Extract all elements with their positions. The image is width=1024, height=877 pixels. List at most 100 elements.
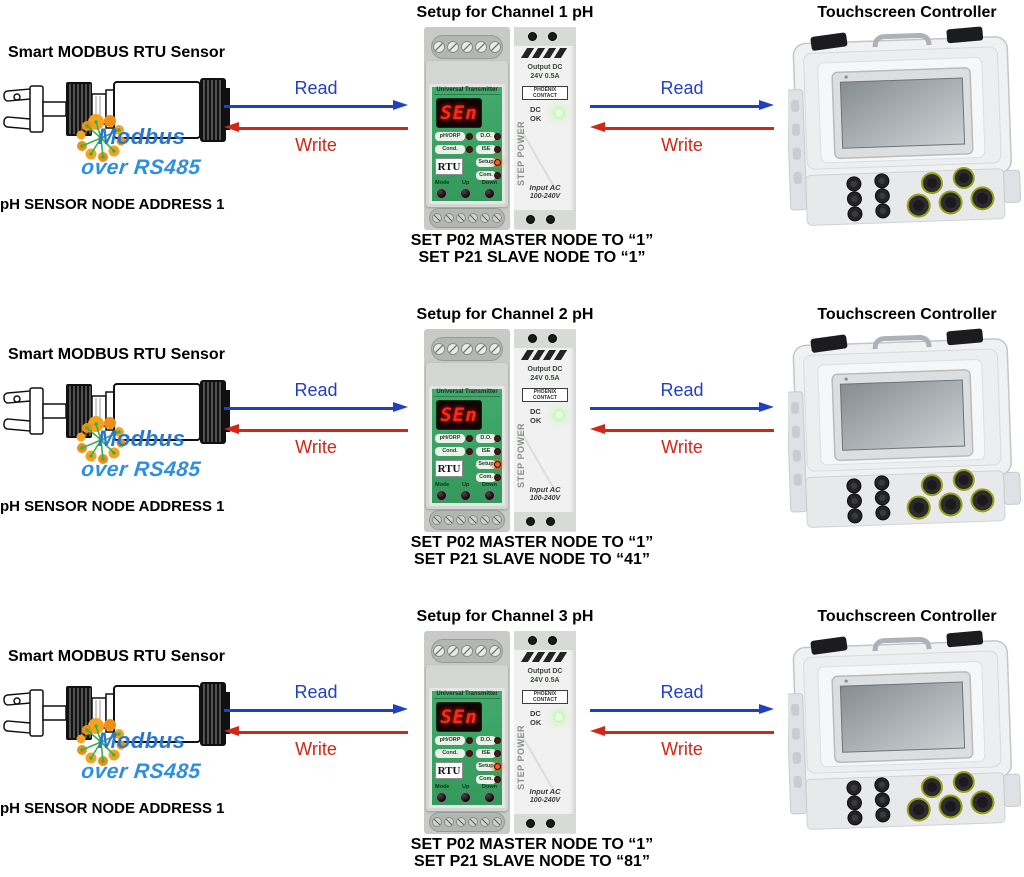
over-rs485-label: over RS485 <box>80 760 202 783</box>
hmi-screen <box>839 681 966 753</box>
com-indicator-label: Com. <box>476 775 496 784</box>
write-label: Write <box>295 739 337 759</box>
lid-handle <box>872 334 932 350</box>
screw-terminal <box>433 343 445 355</box>
screw-terminal <box>433 41 445 53</box>
ph-orp-led <box>466 435 473 442</box>
screw-terminal <box>468 515 478 525</box>
cable-gland-group-large <box>906 167 995 218</box>
panel-title: Universal Transmitter <box>434 389 500 397</box>
up-button-label: Up <box>462 180 470 186</box>
psu-vents <box>520 48 568 58</box>
transmitter-front-panel: Universal Transmitter SEn pH/ORP Cond. R… <box>429 386 505 506</box>
phoenix-contact-logo: PHOENIX CONTACT <box>522 388 568 402</box>
ph-sensor-illustration <box>3 682 230 746</box>
down-button[interactable] <box>484 792 495 803</box>
psu-screw <box>526 215 535 224</box>
set-slave-node-line: SET P21 SLAVE NODE TO “81” <box>414 853 650 870</box>
phoenix-contact-logo: PHOENIX CONTACT <box>522 86 568 100</box>
screw-terminal <box>492 515 502 525</box>
ise-led <box>494 146 501 153</box>
transmitter-front-panel: Universal Transmitter SEn pH/ORP Cond. R… <box>429 84 505 204</box>
read-label: Read <box>294 682 338 702</box>
mode-button-label: Mode <box>435 180 450 186</box>
ise-led <box>494 448 501 455</box>
psu-screw <box>546 819 555 828</box>
do-indicator-label: D.O. <box>476 736 496 745</box>
screw-terminal <box>444 817 454 827</box>
sensor-title: Smart MODBUS RTU Sensor <box>8 44 225 61</box>
ise-indicator-label: ISE <box>476 749 496 758</box>
over-rs485-label: over RS485 <box>80 156 202 179</box>
rtu-label: RTU <box>435 762 463 779</box>
cond-led <box>466 448 473 455</box>
psu-screw <box>528 636 537 645</box>
com-led <box>494 776 501 783</box>
sensor-title: Smart MODBUS RTU Sensor <box>8 346 225 363</box>
sensor-end-tip <box>226 88 230 130</box>
cable-gland-group-small <box>846 173 891 222</box>
psu-input-rating: 100-240V <box>529 797 561 804</box>
do-led <box>494 737 501 744</box>
down-button[interactable] <box>484 490 495 501</box>
lid-latch-right <box>946 26 984 44</box>
sensor-shaft <box>42 403 67 419</box>
sensor-to-transmitter-arrows: Read Write <box>224 78 408 158</box>
mode-button[interactable] <box>436 792 447 803</box>
com-indicator-label: Com. <box>476 473 496 482</box>
screw-terminal <box>432 515 442 525</box>
node-setting-caption: SET P02 MASTER NODE TO “1” SET P21 SLAVE… <box>386 232 678 266</box>
screw-terminal <box>492 213 502 223</box>
read-arrow <box>224 402 408 412</box>
lid-latch-right <box>946 328 984 346</box>
transmitter-to-controller-arrows: Read Write <box>590 78 774 158</box>
down-button-label: Down <box>482 482 497 488</box>
mode-button[interactable] <box>436 188 447 199</box>
psu-screw <box>546 215 555 224</box>
psu-input-label: Input AC <box>529 183 561 192</box>
psu-terminal-bottom <box>514 814 576 833</box>
screw-terminal <box>489 41 501 53</box>
lid-latch-left <box>810 334 848 353</box>
sensor-fork-base <box>29 85 44 133</box>
dc-ok-led <box>554 108 564 118</box>
psu-screw <box>546 517 555 526</box>
mode-button[interactable] <box>436 490 447 501</box>
do-led <box>494 133 501 140</box>
psu-output-label: Output DC <box>527 64 563 71</box>
touchscreen-title: Touchscreen Controller <box>817 4 997 21</box>
modbus-starburst-icon <box>76 416 126 464</box>
psu-input-label: Input AC <box>529 485 561 494</box>
screw-terminal <box>456 817 466 827</box>
write-label: Write <box>295 135 337 155</box>
terminal-block-top <box>431 639 503 663</box>
read-arrow <box>590 704 774 714</box>
set-master-node-line: SET P02 MASTER NODE TO “1” <box>410 232 654 249</box>
screw-terminal <box>475 41 487 53</box>
mounting-bracket-right <box>1003 471 1022 505</box>
modbus-wordmark: Modbus <box>98 426 186 451</box>
lid-latch-left <box>810 32 848 51</box>
psu-terminal-top <box>514 27 576 46</box>
hmi-power-dot <box>844 75 848 79</box>
up-button[interactable] <box>460 490 471 501</box>
cable-gland-group-small <box>846 777 891 826</box>
sensor-node-address-label: pH SENSOR NODE ADDRESS 1 <box>0 800 225 817</box>
up-button[interactable] <box>460 792 471 803</box>
seven-segment-display: SEn <box>436 400 482 430</box>
do-led <box>494 435 501 442</box>
down-button[interactable] <box>484 188 495 199</box>
screw-terminal <box>489 343 501 355</box>
modbus-logo: Modbus <box>76 716 216 766</box>
terminal-block-bottom <box>429 510 505 530</box>
write-arrow <box>224 122 408 132</box>
sensor-shaft <box>42 705 67 721</box>
touchscreen-controller-illustration <box>788 630 1022 830</box>
sensor-node-address-label: pH SENSOR NODE ADDRESS 1 <box>0 498 225 515</box>
terminal-block-top <box>431 337 503 361</box>
psu-terminal-top <box>514 631 576 650</box>
read-label: Read <box>294 78 338 98</box>
channel-row: Setup for Channel 3 pH Touchscreen Contr… <box>0 604 1024 877</box>
up-button[interactable] <box>460 188 471 199</box>
setup-channel-title: Setup for Channel 1 pH <box>416 4 594 21</box>
